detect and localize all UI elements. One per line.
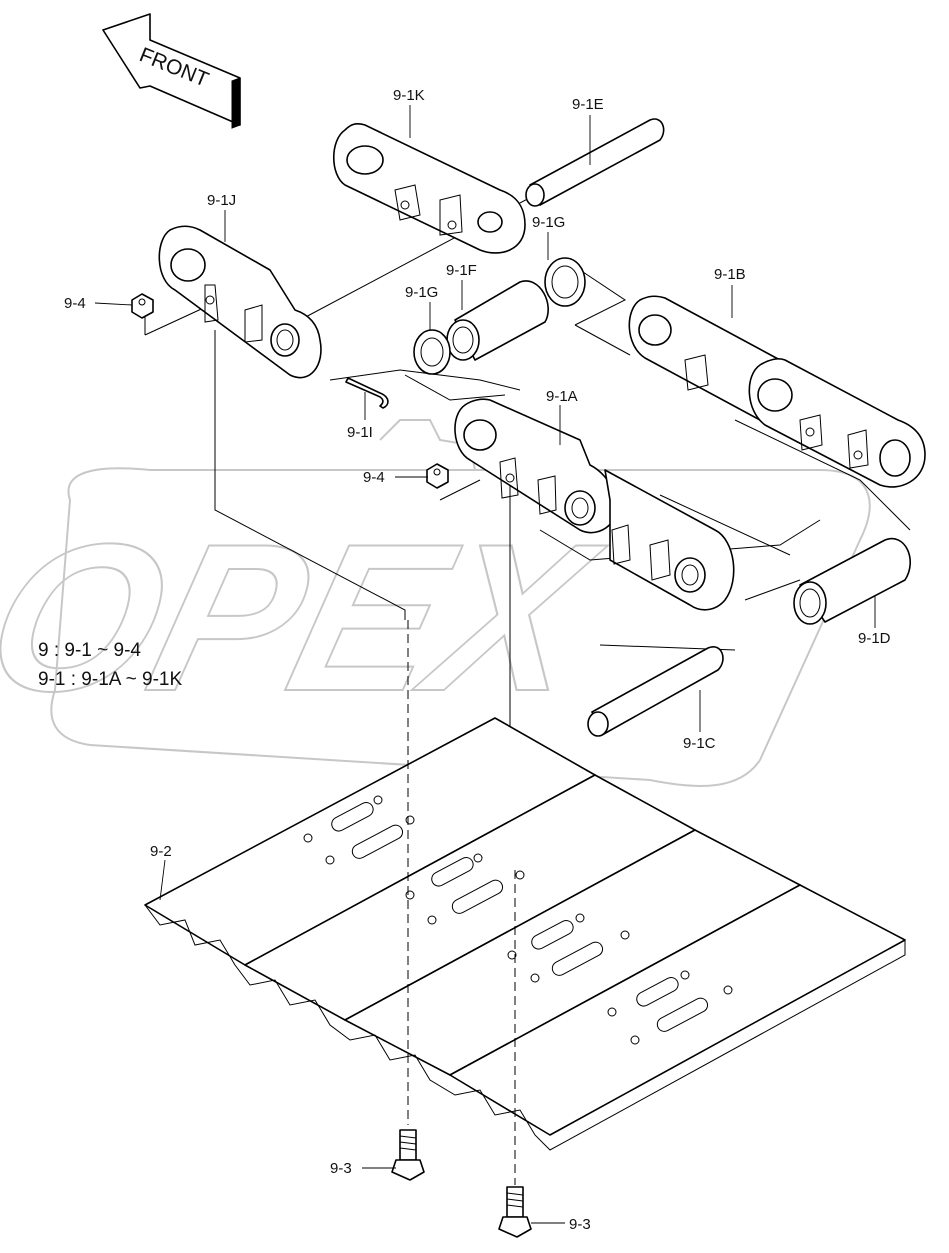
- watermark-text: OPEX: [0, 501, 619, 735]
- bushing-9-1f: [446, 280, 549, 361]
- pin-9-1e: [525, 118, 665, 207]
- label-9-1i: 9-1I: [347, 424, 373, 441]
- label-9-1d: 9-1D: [858, 630, 891, 647]
- label-9-1g: 9-1G: [405, 284, 438, 301]
- track-shoes-9-2: [144, 717, 906, 1151]
- front-arrow: FRONT: [102, 13, 241, 129]
- bushing-9-1d: [793, 537, 911, 625]
- part-labels: 9-1K 9-1E 9-1J 9-1G 9-1F 9-1G 9-1B 9-4 9…: [64, 87, 891, 1233]
- label-9-1g-top: 9-1G: [532, 214, 565, 231]
- label-9-4-mid: 9-4: [363, 469, 385, 486]
- nut-9-4-left: [131, 293, 154, 319]
- nut-9-4-mid: [426, 463, 449, 489]
- label-9-3-left: 9-3: [330, 1160, 352, 1177]
- watermark: OPEX: [0, 419, 871, 807]
- label-9-1f: 9-1F: [446, 262, 477, 279]
- note-line-1: 9 : 9-1 ~ 9-4: [38, 640, 141, 661]
- note-line-2: 9-1 : 9-1A ~ 9-1K: [38, 669, 182, 690]
- link-9-1b: [628, 295, 926, 488]
- bolt-9-3-left: [391, 1129, 425, 1181]
- label-9-3-right: 9-3: [569, 1216, 591, 1233]
- label-9-4-left: 9-4: [64, 295, 86, 312]
- assembly-lines: [144, 194, 911, 870]
- link-9-1j: [158, 225, 322, 379]
- bolt-9-3-right: [498, 1186, 532, 1238]
- shoe-slots: [331, 801, 709, 1032]
- label-leaders: [94, 105, 876, 1224]
- label-9-1b: 9-1B: [714, 266, 746, 283]
- seal-9-1g-top: [544, 257, 586, 307]
- link-9-1a: [454, 398, 735, 611]
- label-9-1a: 9-1A: [546, 388, 578, 405]
- clip-9-1i: [345, 377, 389, 409]
- label-9-1j: 9-1J: [207, 192, 236, 209]
- pin-9-1c: [587, 646, 724, 737]
- label-9-2: 9-2: [150, 843, 172, 860]
- assembly-notes: 9 : 9-1 ~ 9-4 9-1 : 9-1A ~ 9-1K: [38, 640, 182, 690]
- seal-9-1g: [413, 329, 451, 375]
- label-9-1e: 9-1E: [572, 96, 604, 113]
- label-9-1c: 9-1C: [683, 735, 716, 752]
- label-9-1k: 9-1K: [393, 87, 425, 104]
- link-9-1k: [333, 123, 526, 254]
